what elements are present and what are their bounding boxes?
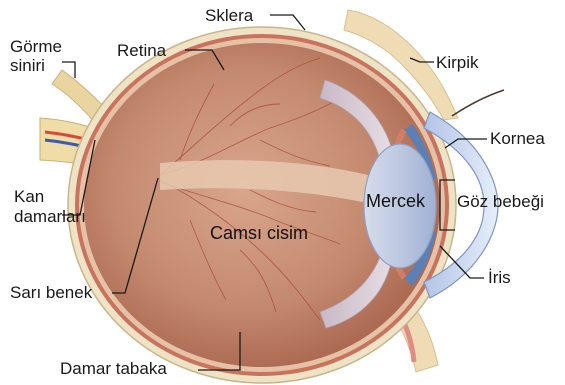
label-gorme-siniri-line1: Görme	[10, 37, 62, 56]
label-camsi-cisim: Camsı cisim	[210, 223, 308, 243]
label-gorme-siniri-line2: siniri	[10, 56, 45, 75]
label-kan-damarlari-line1: Kan	[14, 187, 44, 206]
label-sari-benek: Sarı benek	[10, 283, 93, 302]
eyelash	[452, 90, 504, 116]
label-kirpik: Kirpik	[436, 53, 479, 72]
label-kornea: Kornea	[490, 129, 545, 148]
label-damar-tabaka: Damar tabaka	[60, 359, 167, 378]
label-goz-bebegi: Göz bebeği	[457, 192, 544, 211]
label-retina: Retina	[117, 41, 167, 60]
label-mercek: Mercek	[366, 191, 426, 211]
label-kan-damarlari-line2: damarları	[14, 207, 86, 226]
label-iris: İris	[488, 268, 511, 287]
label-sklera: Sklera	[205, 6, 254, 25]
